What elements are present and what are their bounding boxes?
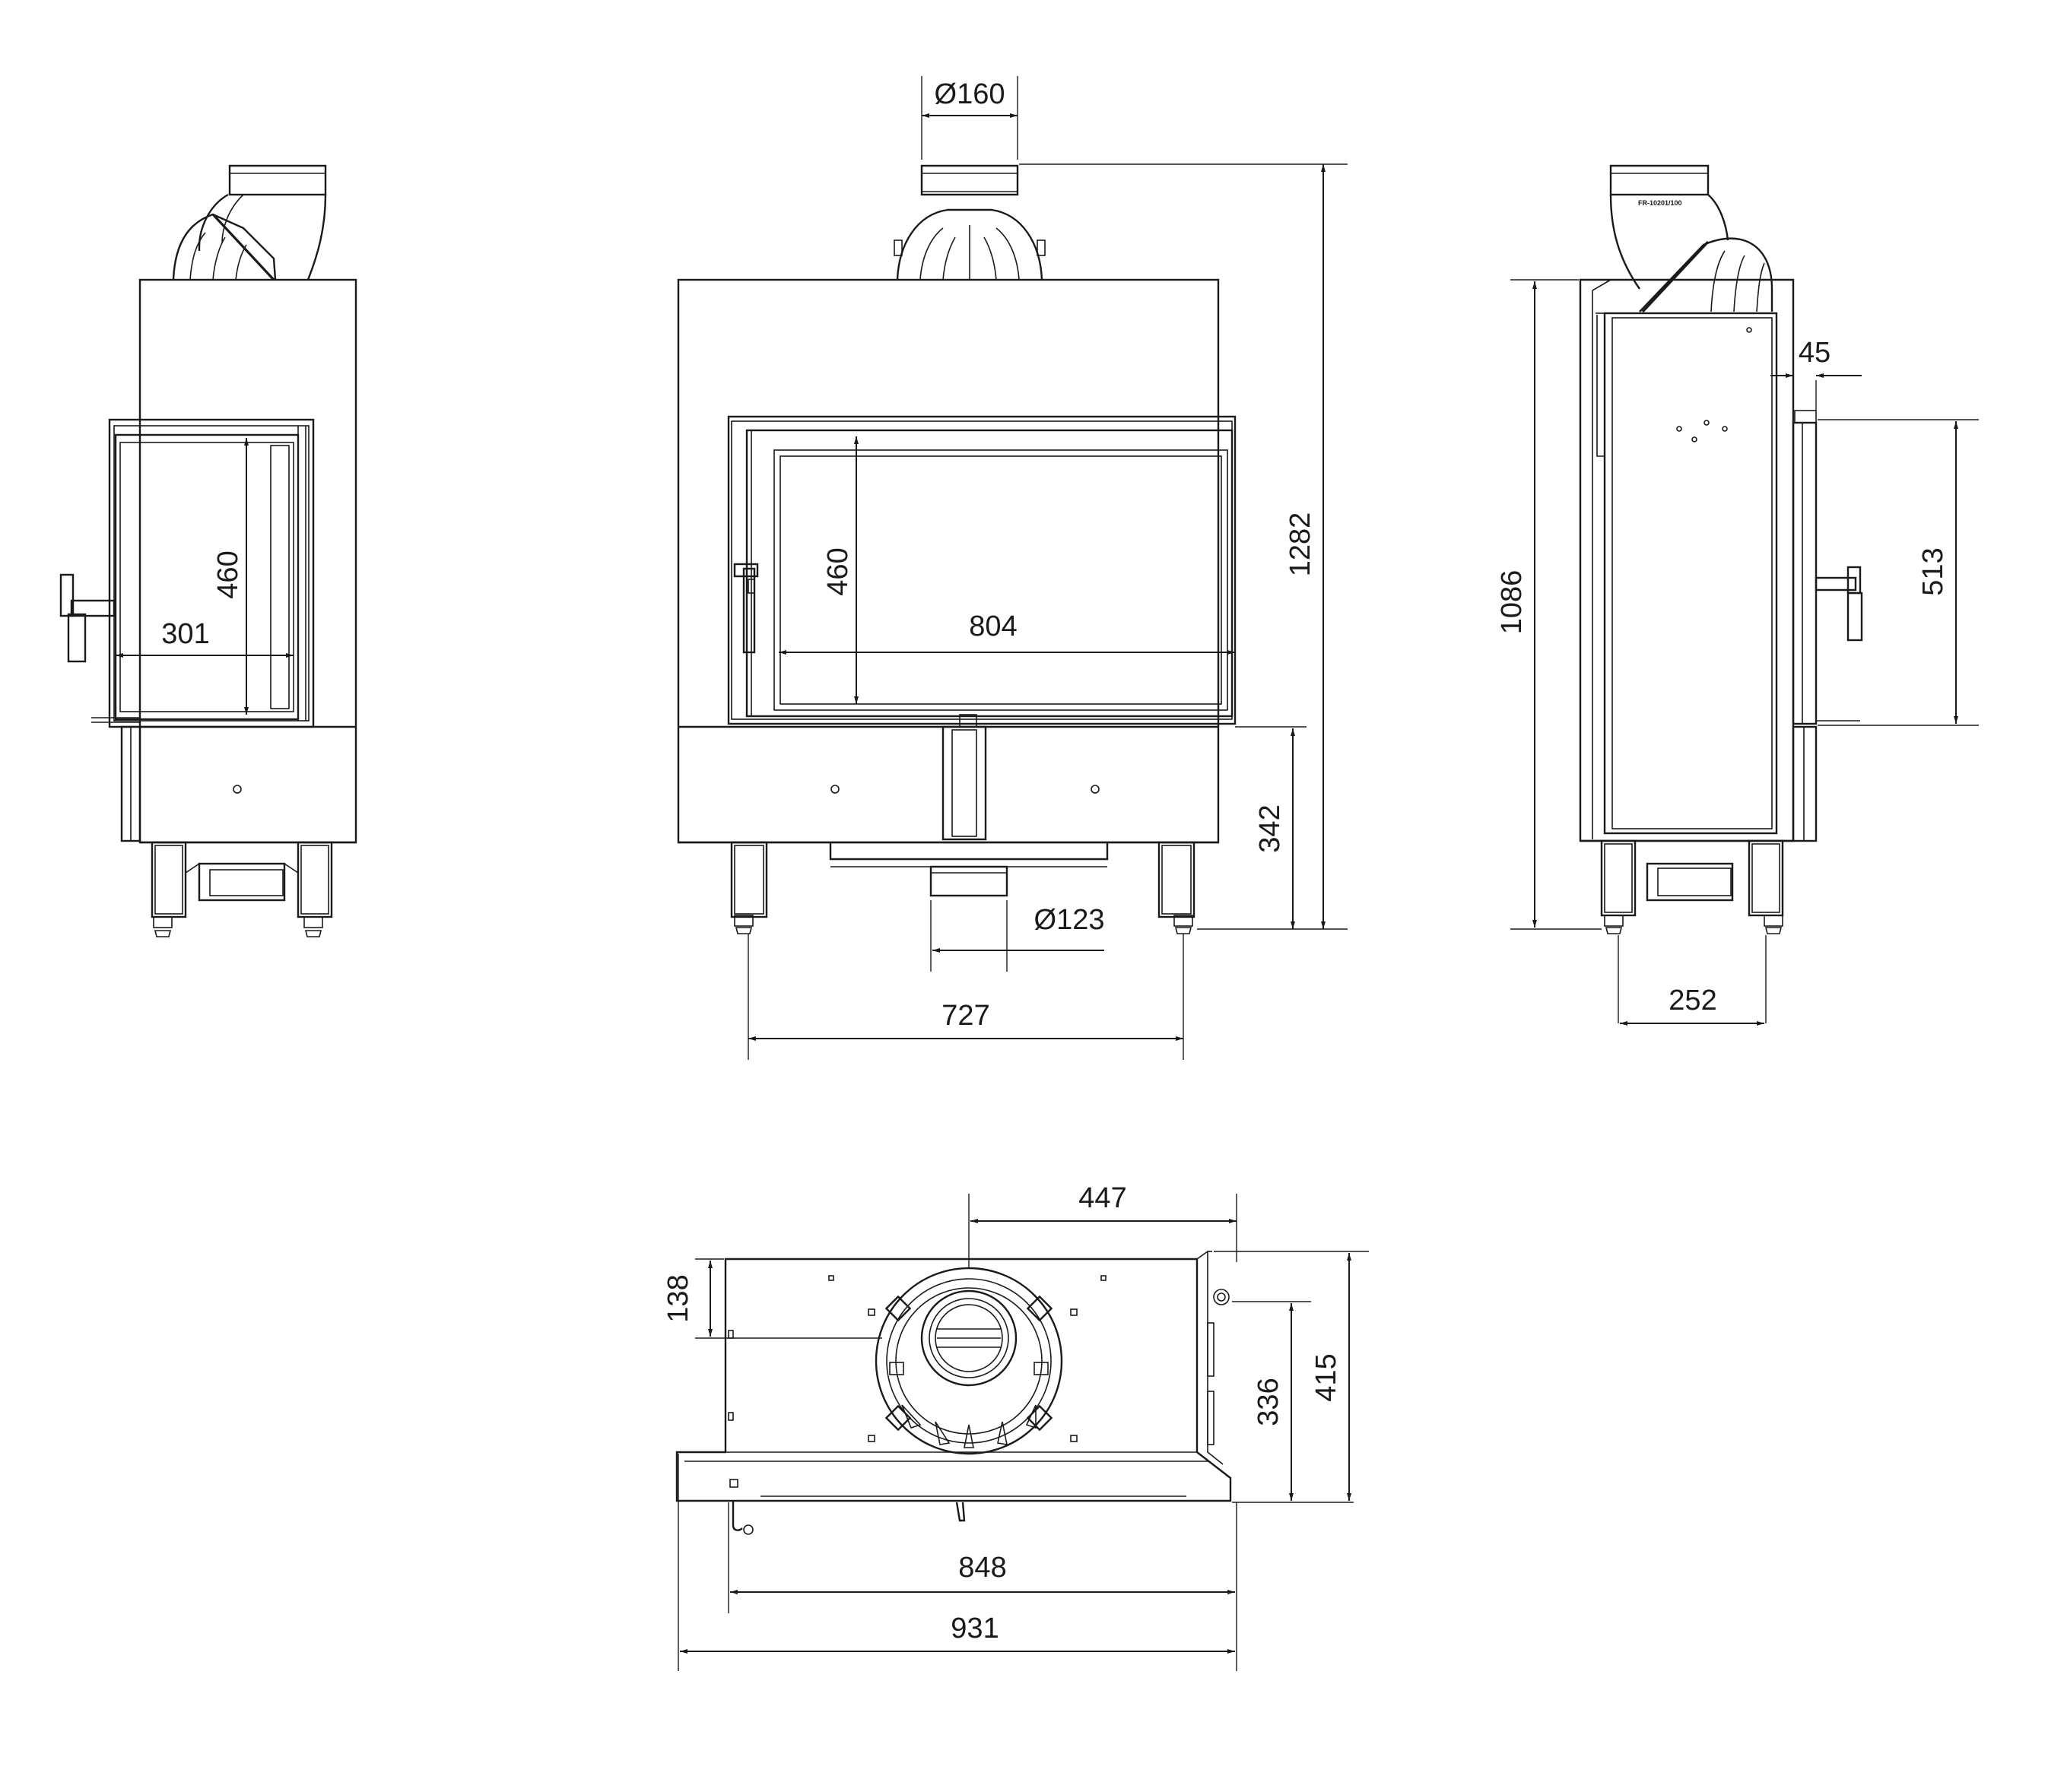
depth-inner-label: 336 [1253,1378,1284,1426]
width-total-label: 931 [951,1613,999,1645]
right-side-view: FR-10201/100 [1496,164,1979,1026]
frame-offset-label: 45 [1799,337,1830,369]
flue-diameter-label: Ø160 [935,78,1005,110]
top-view: 447 138 336 415 848 931 [662,1182,1369,1671]
depth-total-label: 415 [1310,1353,1342,1401]
left-side-view: 460 301 [59,164,357,937]
glass-height-side-label: 460 [212,550,244,598]
air-inlet-diameter-label: Ø123 [1034,904,1105,936]
width-inner-label: 848 [958,1552,1006,1584]
total-height-label: 1282 [1284,512,1316,577]
glass-height-front-label: 460 [822,547,854,595]
leg-spacing-side-label: 252 [1669,985,1716,1017]
flue-offset-x-label: 447 [1078,1182,1126,1214]
front-view: Ø160 1282 342 460 804 Ø123 727 [677,76,1348,1060]
flue-offset-y-label: 138 [662,1274,694,1322]
glass-width-front-label: 804 [969,611,1017,642]
leg-spacing-front-label: 727 [941,1000,989,1032]
door-height-side-label: 513 [1917,547,1949,595]
glass-width-side-label: 301 [161,618,209,650]
plate-label: FR-10201/100 [1638,199,1682,207]
glass-base-height-label: 342 [1254,804,1286,852]
body-height-side-label: 1086 [1496,570,1528,635]
